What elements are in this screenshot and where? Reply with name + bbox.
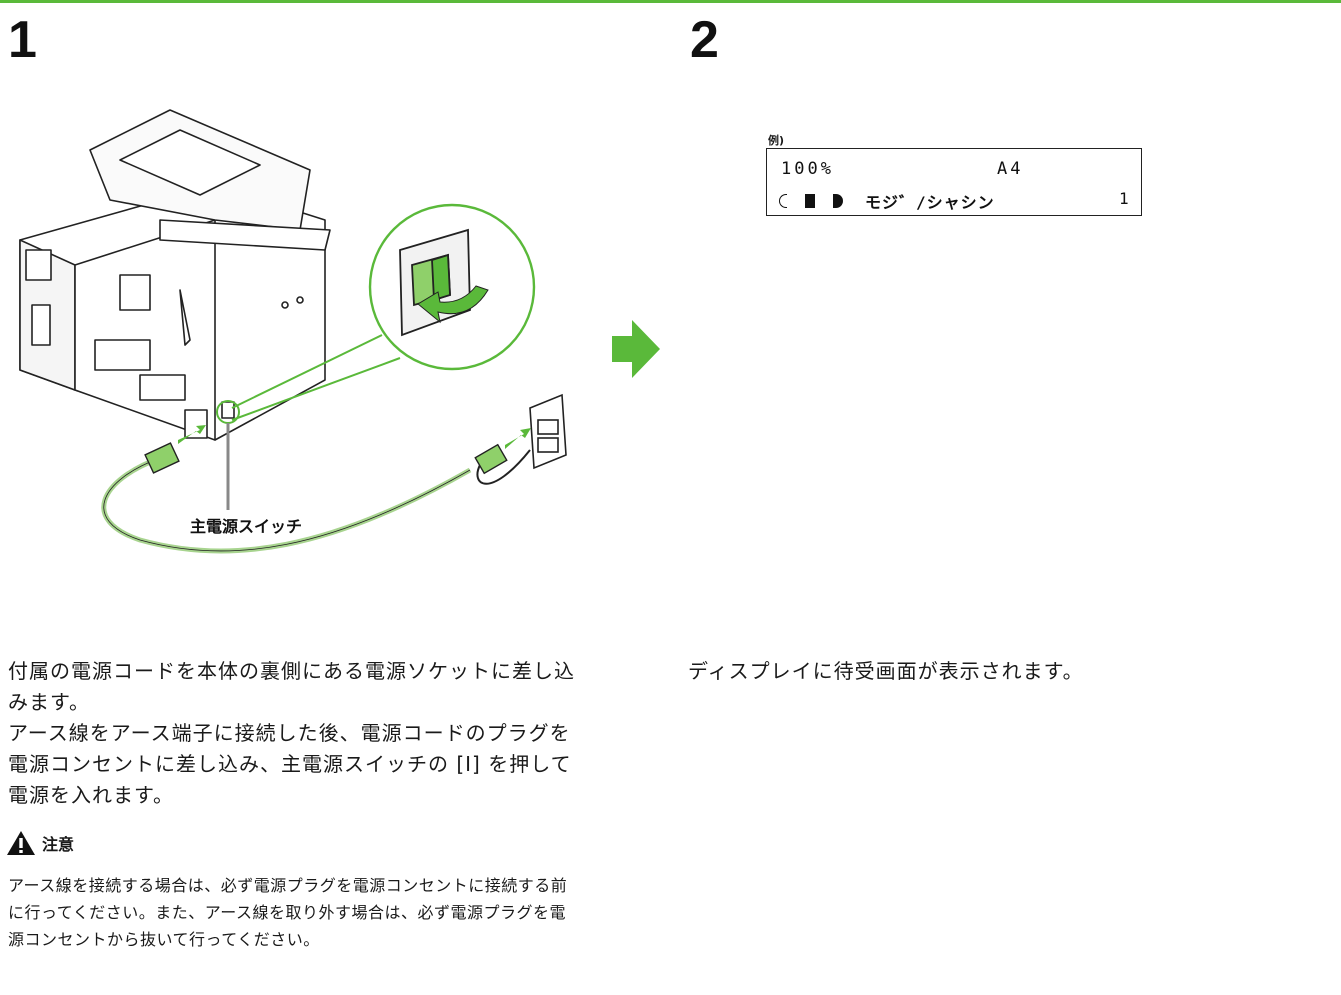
lcd-screen: 100% A4 モジ゛/シャシン 1 (766, 148, 1142, 216)
density-medium-icon (805, 194, 815, 208)
density-dark-icon (833, 194, 843, 208)
cord-plug-machine (144, 442, 180, 474)
lcd-paper-size: A4 (997, 159, 1024, 179)
step-1-paragraph: 付属の電源コードを本体の裏側にある電源ソケットに差し込みます。 (8, 659, 575, 714)
top-rule (0, 0, 1341, 3)
step-2-instructions: ディスプレイに待受画面が表示されます。 (688, 659, 1084, 683)
warning-icon (7, 831, 35, 855)
step-1-number: 1 (8, 11, 37, 69)
lcd-image-mode: モジ゛/シャシン (865, 193, 995, 212)
lcd-density-row: モジ゛/シャシン (779, 189, 995, 213)
caution-title: 注意 (42, 835, 75, 854)
caution-body: アース線を接続する場合は、必ず電源プラグを電源コンセントに接続する前に行ってくだ… (8, 876, 568, 949)
power-cord (101, 455, 472, 554)
lcd-zoom-ratio: 100% (781, 159, 834, 179)
press-arrow (417, 285, 489, 324)
cord-plug-wall (474, 443, 508, 475)
caution-heading: 注意 (6, 830, 74, 856)
density-light-icon (779, 194, 787, 208)
power-switch-small (221, 401, 235, 419)
power-connection-illustration: 主電源スイッチ (19, 109, 567, 554)
step-1-instructions: 付属の電源コードを本体の裏側にある電源ソケットに差し込みます。 アース線をアース… (8, 656, 576, 811)
next-step-arrow-icon (612, 320, 660, 378)
lcd-copy-count: 1 (1119, 189, 1129, 208)
main-switch-label: 主電源スイッチ (190, 517, 302, 536)
example-label: 例) (768, 134, 785, 147)
display-example: 例) 100% A4 モジ゛/シャシン 1 (766, 134, 1142, 216)
step-2-number: 2 (690, 11, 719, 69)
step-1-paragraph: アース線をアース端子に接続した後、電源コードのプラグを電源コンセントに差し込み、… (8, 721, 572, 807)
